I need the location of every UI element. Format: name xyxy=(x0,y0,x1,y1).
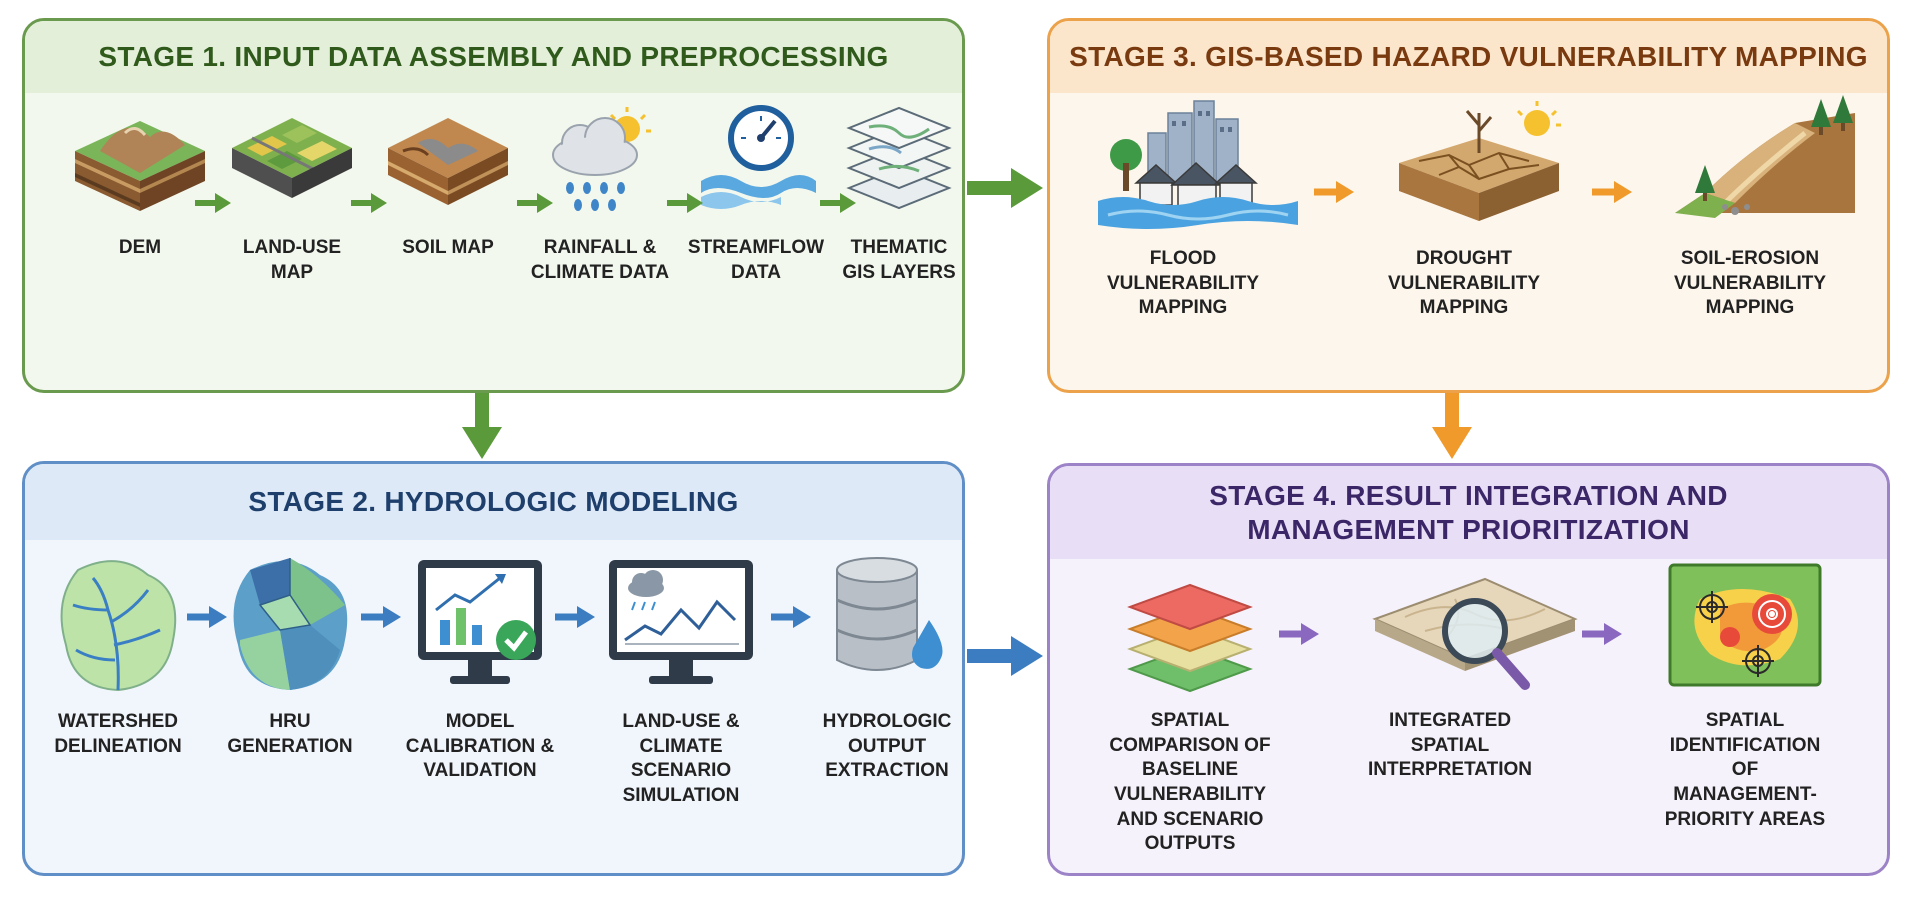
arrow-flood-to-drought xyxy=(1314,181,1354,203)
arrow-hru-to-calibration xyxy=(361,606,401,628)
monitor-rain-graph-icon xyxy=(609,560,753,684)
item-rainfall-climate: RAINFALL & CLIMATE DATA xyxy=(515,93,685,283)
item-spatial-comparison: SPATIAL COMPARISON OF BASELINE VULNERABI… xyxy=(1105,559,1275,854)
stage-2-panel: STAGE 2. HYDROLOGIC MODELING WATERSHED D… xyxy=(22,461,965,876)
item-scenario-simulation: LAND-USE & CLIMATE SCENARIO SIMULATION xyxy=(596,550,766,806)
stage-4-title: STAGE 4. RESULT INTEGRATION AND MANAGEME… xyxy=(1050,466,1887,559)
terrain-block-icon xyxy=(75,121,205,211)
arrow-dem-to-landuse xyxy=(195,193,231,213)
arrow-soil-to-rainfall xyxy=(517,193,553,213)
cracked-earth-icon xyxy=(1399,101,1561,221)
stage-2-title: STAGE 2. HYDROLOGIC MODELING xyxy=(25,464,962,540)
stage-3-panel: STAGE 3. GIS-BASED HAZARD VULNERABILITY … xyxy=(1047,18,1890,393)
item-output-extraction-label: HYDROLOGIC OUTPUT EXTRACTION xyxy=(822,711,952,782)
stage-4-panel: STAGE 4. RESULT INTEGRATION AND MANAGEME… xyxy=(1047,463,1890,876)
arrow-landuse-to-soil xyxy=(351,193,387,213)
arrow-stage1-to-stage3 xyxy=(967,168,1043,208)
item-hru: HRU GENERATION xyxy=(205,550,375,757)
item-watershed: WATERSHED DELINEATION xyxy=(33,550,203,757)
item-drought-label: DROUGHT VULNERABILITY MAPPING xyxy=(1388,248,1540,319)
arrow-stage1-to-stage2 xyxy=(462,393,502,459)
hru-patches-icon xyxy=(233,558,348,690)
item-integrated-interpretation: INTEGRATED SPATIAL INTERPRETATION xyxy=(1365,559,1578,780)
map-magnifier-icon xyxy=(1372,577,1578,690)
item-rainfall-climate-label: RAINFALL & CLIMATE DATA xyxy=(530,237,670,283)
item-streamflow-label: STREAMFLOW DATA xyxy=(687,237,825,283)
arrow-streamflow-to-gis xyxy=(820,193,856,213)
item-output-extraction: HYDROLOGIC OUTPUT EXTRACTION xyxy=(802,550,962,781)
stage-1-title: STAGE 1. INPUT DATA ASSEMBLY AND PREPROC… xyxy=(25,21,962,93)
streamflow-gauge-icon xyxy=(701,105,816,209)
arrow-drought-to-erosion xyxy=(1592,181,1632,203)
flooded-city-icon xyxy=(1098,100,1298,229)
item-drought: DROUGHT VULNERABILITY MAPPING xyxy=(1379,93,1561,318)
item-priority-areas-label: SPATIAL IDENTIFICATION OF MANAGEMENT- PR… xyxy=(1664,710,1826,830)
item-spatial-comparison-label: SPATIAL COMPARISON OF BASELINE VULNERABI… xyxy=(1109,710,1271,855)
item-integrated-interpretation-label: INTEGRATED SPATIAL INTERPRETATION xyxy=(1368,710,1532,781)
arrow-interpretation-to-priority xyxy=(1582,623,1622,645)
item-scenario-simulation-label: LAND-USE & CLIMATE SCENARIO SIMULATION xyxy=(622,711,740,807)
arrow-calibration-to-scenario xyxy=(555,606,595,628)
arrow-stage3-to-stage4 xyxy=(1432,393,1472,459)
item-watershed-label: WATERSHED DELINEATION xyxy=(54,711,182,757)
item-dem: DEM xyxy=(55,93,225,258)
arrow-stage2-to-stage4 xyxy=(967,636,1043,676)
item-thematic-gis-label: THEMATIC GIS LAYERS xyxy=(842,237,956,283)
item-streamflow: STREAMFLOW DATA xyxy=(671,93,841,283)
item-flood: FLOOD VULNERABILITY MAPPING xyxy=(1098,93,1298,318)
stacked-layers-icon xyxy=(1127,583,1253,693)
target-heatmap-icon xyxy=(1668,563,1822,687)
item-thematic-gis: THEMATIC GIS LAYERS xyxy=(814,93,962,283)
item-land-use-map-label: LAND-USE MAP xyxy=(242,237,342,283)
rain-cloud-sun-icon xyxy=(552,107,651,211)
item-hru-label: HRU GENERATION xyxy=(227,711,353,757)
map-layers-icon xyxy=(846,106,952,210)
land-use-map-icon xyxy=(232,118,352,198)
arrow-watershed-to-hru xyxy=(187,606,227,628)
stage-1-panel: STAGE 1. INPUT DATA ASSEMBLY AND PREPROC… xyxy=(22,18,965,393)
database-drop-icon xyxy=(836,557,943,671)
arrow-rainfall-to-streamflow xyxy=(667,193,703,213)
item-soil-map-label: SOIL MAP xyxy=(402,237,494,258)
soil-block-icon xyxy=(388,118,508,205)
item-flood-label: FLOOD VULNERABILITY MAPPING xyxy=(1107,248,1259,319)
item-calibration-label: MODEL CALIBRATION & VALIDATION xyxy=(405,711,555,782)
arrow-scenario-to-output xyxy=(771,606,811,628)
monitor-chart-check-icon xyxy=(418,560,542,684)
stage-3-title: STAGE 3. GIS-BASED HAZARD VULNERABILITY … xyxy=(1050,21,1887,93)
item-soil-erosion: SOIL-EROSION VULNERABILITY MAPPING xyxy=(1665,93,1855,318)
item-priority-areas: SPATIAL IDENTIFICATION OF MANAGEMENT- PR… xyxy=(1660,559,1830,830)
eroded-slope-icon xyxy=(1675,95,1855,218)
item-land-use-map: LAND-USE MAP xyxy=(207,93,377,283)
arrow-comparison-to-interpretation xyxy=(1279,623,1319,645)
item-dem-label: DEM xyxy=(118,237,162,258)
item-soil-erosion-label: SOIL-EROSION VULNERABILITY MAPPING xyxy=(1674,248,1826,319)
watershed-icon xyxy=(60,560,177,692)
item-calibration: MODEL CALIBRATION & VALIDATION xyxy=(395,550,565,781)
item-soil-map: SOIL MAP xyxy=(363,93,533,258)
